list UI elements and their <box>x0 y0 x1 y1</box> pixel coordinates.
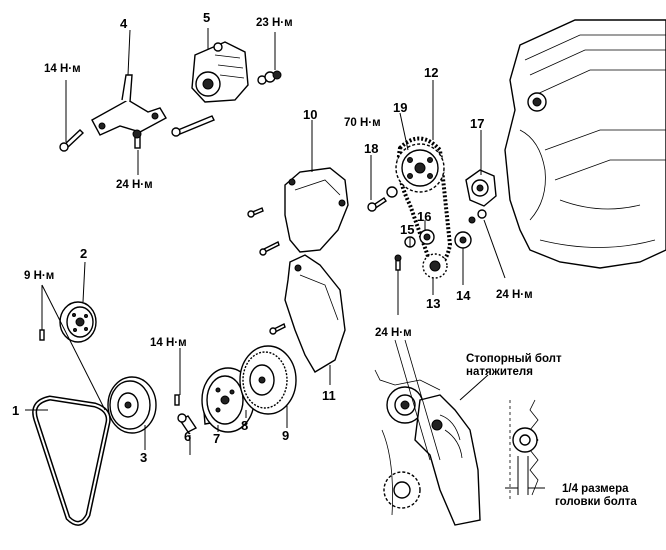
torque-24-right: 24 Н·м <box>496 289 533 301</box>
torque-70: 70 Н·м <box>344 117 381 129</box>
caption-quarter-line2: головки болта <box>555 496 637 508</box>
callout-1: 1 <box>12 403 19 418</box>
torque-23: 23 Н·м <box>256 17 293 29</box>
plate-14 <box>454 231 472 249</box>
lower-timing-cover <box>284 254 346 373</box>
inset-tensioner-lock <box>374 339 481 526</box>
bolt-24-bottom <box>394 254 402 271</box>
callout-4: 4 <box>120 16 128 31</box>
callout-17: 17 <box>470 116 484 131</box>
leader-lines <box>25 28 506 455</box>
callout-14-right: 14 <box>456 288 471 303</box>
callout-19: 19 <box>393 100 407 115</box>
torque-24-bottom: 24 Н·м <box>375 327 412 339</box>
callout-10: 10 <box>303 107 317 122</box>
callout-18: 18 <box>364 141 378 156</box>
torque-14-top: 14 Н·м <box>44 63 81 75</box>
alternator <box>191 41 249 103</box>
callout-3: 3 <box>140 450 147 465</box>
crankshaft-sprocket <box>422 253 448 279</box>
camshaft-sprocket <box>395 143 445 193</box>
cover-bolt-b <box>259 241 280 256</box>
bolt-6 <box>177 413 198 433</box>
bolt-14-mid <box>174 394 180 406</box>
washer-nut-23 <box>257 70 282 85</box>
callout-15: 15 <box>400 222 414 237</box>
bolt-14-top <box>59 129 85 152</box>
callout-11: 11 <box>322 388 336 403</box>
torque-14-mid: 14 Н·м <box>150 337 187 349</box>
callout-16: 16 <box>417 209 431 224</box>
callout-9: 9 <box>282 428 289 443</box>
callout-7: 7 <box>213 431 220 446</box>
upper-timing-cover <box>284 167 349 253</box>
torque-9: 9 Н·м <box>24 270 54 282</box>
tensioner-washer-bolt <box>468 209 487 224</box>
callout-6: 6 <box>184 429 191 444</box>
cam-bolt-18 <box>367 197 387 212</box>
bolt-24-left <box>132 129 142 149</box>
cover-bolt-a <box>247 207 264 218</box>
caption-quarter-line1: 1/4 размера <box>562 483 629 495</box>
pulley-2 <box>59 301 97 343</box>
alternator-long-bolt <box>171 115 215 137</box>
bolt-9 <box>39 329 45 341</box>
v-belt <box>32 395 111 526</box>
idler-16 <box>419 229 435 245</box>
cam-washer <box>386 186 398 198</box>
pulley-3 <box>107 376 157 434</box>
callout-5: 5 <box>203 10 210 25</box>
callout-13: 13 <box>426 296 440 311</box>
callout-8: 8 <box>241 418 248 433</box>
crank-pulley-9 <box>239 345 297 415</box>
alternator-bracket <box>91 74 167 136</box>
caption-lock-bolt-line1: Стопорный болт <box>466 353 562 365</box>
tensioner <box>465 169 497 207</box>
caption-lock-bolt-line2: натяжителя <box>466 366 533 378</box>
cover-bolt-c <box>269 323 286 335</box>
torque-24-left: 24 Н·м <box>116 179 153 191</box>
callout-2: 2 <box>80 246 87 261</box>
callout-12: 12 <box>424 65 438 80</box>
inset-quarter-bolt <box>505 399 545 500</box>
engine-block <box>504 19 666 269</box>
